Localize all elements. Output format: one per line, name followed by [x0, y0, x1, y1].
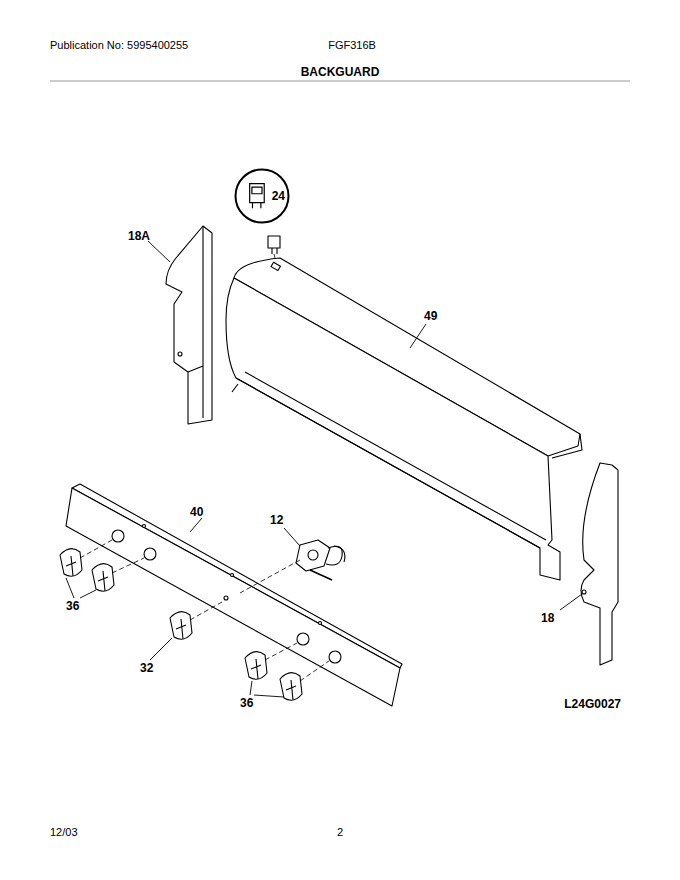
callout-number: 12 — [270, 514, 283, 526]
switch-small — [268, 236, 280, 248]
assembly-lines — [80, 254, 329, 681]
callout-number: 18 — [541, 612, 554, 624]
date: 12/03 — [50, 827, 78, 838]
callout-number: 40 — [190, 506, 203, 518]
publication-number: Publication No: 5995400255 — [50, 40, 188, 51]
callout-number: 32 — [140, 662, 153, 674]
panel-top — [72, 484, 402, 668]
left-side-trim — [166, 226, 212, 424]
control-panel — [66, 488, 400, 706]
switch-slot — [271, 262, 280, 270]
callout-number: 36 — [66, 600, 79, 612]
control-knobs — [60, 549, 302, 701]
callout-circle: 24 — [234, 168, 290, 224]
backguard-lip — [232, 372, 546, 548]
drawing-number: L24G0027 — [564, 698, 621, 710]
left-trim-edge — [188, 226, 203, 418]
callout-number: 18A — [128, 230, 150, 242]
right-side-trim — [581, 463, 618, 665]
screw-hole — [178, 352, 182, 356]
page-title: BACKGUARD — [301, 66, 380, 78]
model-number: FGF316B — [328, 40, 376, 51]
leader-lines — [66, 241, 582, 697]
thermostat — [296, 540, 330, 571]
callout-number: 24 — [272, 190, 285, 202]
callout-number: 49 — [424, 310, 437, 322]
callout-number: 36 — [240, 697, 253, 709]
header-rule — [50, 81, 630, 82]
backguard-end — [552, 434, 582, 458]
page-number: 2 — [337, 827, 343, 838]
backguard-front — [226, 278, 560, 580]
